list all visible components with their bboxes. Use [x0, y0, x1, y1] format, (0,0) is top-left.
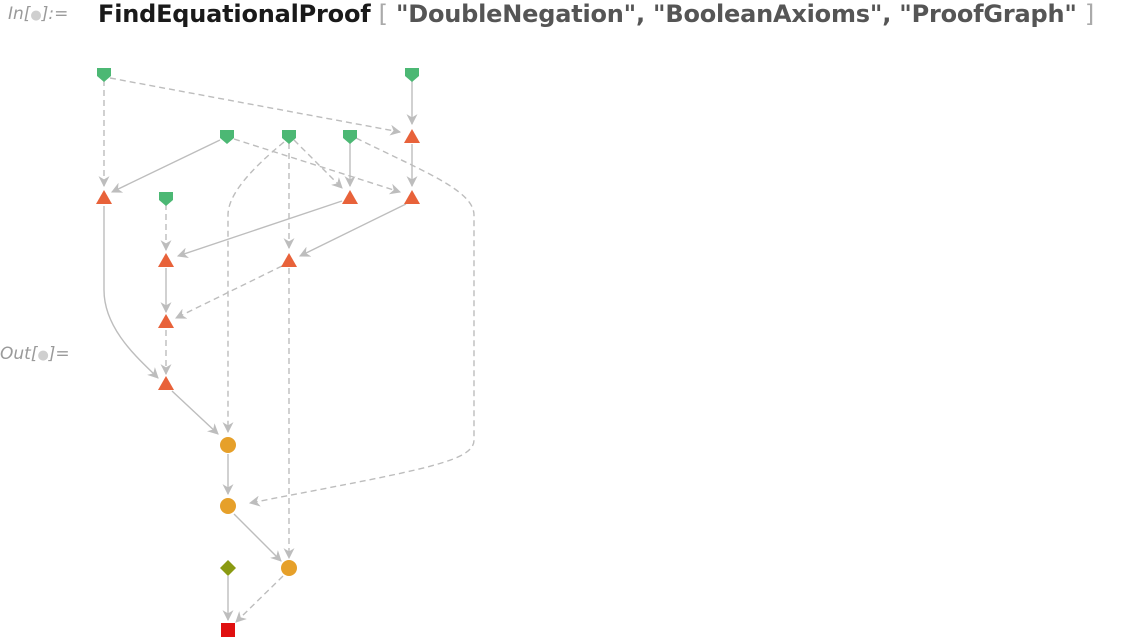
lemma-node [404, 129, 420, 143]
lemma-node [281, 253, 297, 267]
lemma-node [158, 376, 174, 390]
edge [222, 141, 285, 434]
input-prompt: In[●]:= [8, 4, 69, 24]
function-name: FindEquationalProof [98, 0, 371, 28]
open-bracket: [ [378, 0, 388, 28]
lemma-node [404, 190, 420, 204]
edge [235, 575, 284, 623]
edge [233, 513, 282, 562]
output-prompt: Out[●]= [0, 344, 70, 364]
input-command[interactable]: FindEquationalProof [ "DoubleNegation", … [98, 0, 1095, 28]
axiom-node [220, 130, 234, 144]
edge [111, 139, 221, 193]
argument-3: "ProofGraph" [899, 0, 1077, 28]
axiom-nodes [97, 68, 419, 206]
edge [293, 139, 343, 189]
critical-pair-node [220, 498, 236, 514]
edge [233, 138, 402, 195]
cell-dot-icon: ● [37, 348, 49, 363]
edge [248, 137, 475, 507]
axiom-node [343, 130, 357, 144]
argument-2: "BooleanAxioms" [653, 0, 883, 28]
axiom-node [159, 192, 173, 206]
edge [109, 77, 402, 136]
edge [175, 265, 283, 319]
edges [98, 77, 475, 623]
close-bracket: ] [1084, 0, 1095, 28]
critical-pair-node [281, 560, 297, 576]
axiom-node [282, 130, 296, 144]
lemma-nodes [96, 129, 420, 390]
lemma-node [96, 190, 112, 204]
conclusion-node [221, 623, 235, 637]
edge [171, 390, 219, 435]
lemma-node [158, 314, 174, 328]
edge [103, 206, 159, 379]
edge [299, 203, 407, 257]
edge [176, 200, 343, 259]
critical-pair-node [220, 437, 236, 453]
cell-dot-icon: ● [30, 8, 42, 23]
lemma-node [342, 190, 358, 204]
lemma-node [158, 253, 174, 267]
axiom-node [97, 68, 111, 82]
argument-1: "DoubleNegation" [395, 0, 636, 28]
critical-pair-nodes [220, 437, 297, 576]
axiom-node [405, 68, 419, 82]
hypothesis-node [220, 560, 236, 576]
